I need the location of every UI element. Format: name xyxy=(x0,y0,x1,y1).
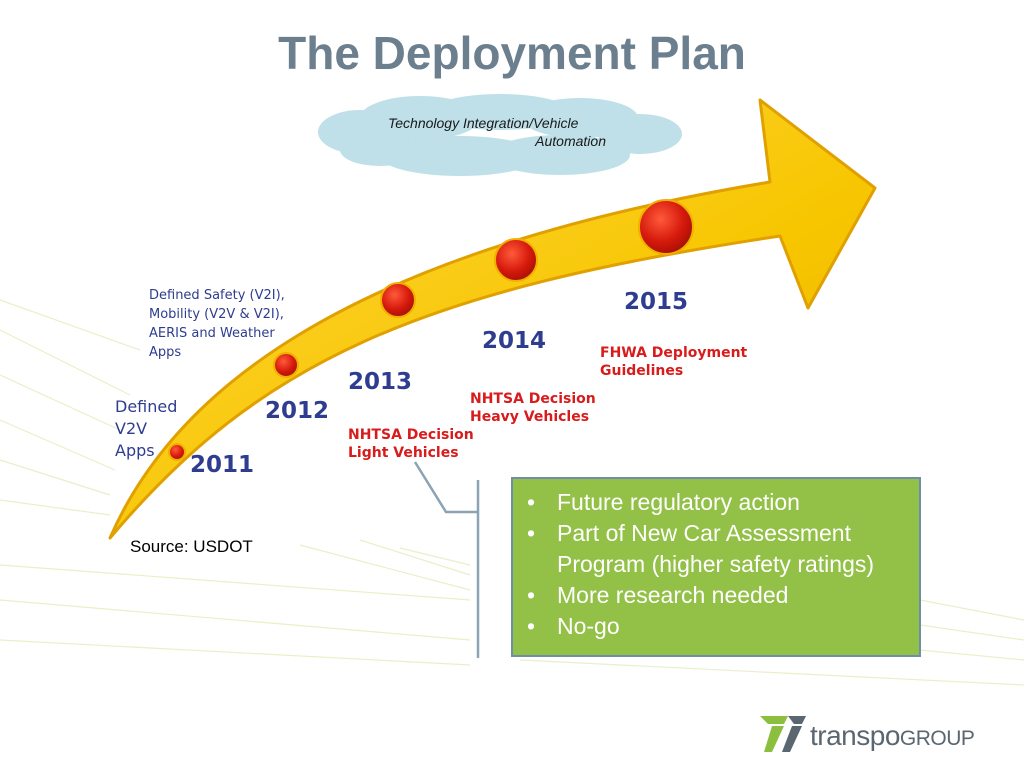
note-2014-line: Heavy Vehicles xyxy=(470,409,590,425)
bullet-glyph: • xyxy=(527,582,536,608)
logo-text-main: transpo xyxy=(810,720,900,751)
note-2013: NHTSA Decision Light Vehicles xyxy=(348,426,474,462)
note-2015-line: Guidelines xyxy=(600,363,684,379)
milestone-dot-2015 xyxy=(638,199,694,255)
year-2014: 2014 xyxy=(482,328,547,354)
year-2013: 2013 xyxy=(348,369,413,395)
note-2014-line: NHTSA Decision xyxy=(470,391,596,407)
list-item: • More research needed xyxy=(519,580,911,611)
bullet-glyph: • xyxy=(527,613,536,639)
note-2013-line: NHTSA Decision xyxy=(348,427,474,443)
cloud-label: Technology Integration/Vehicle Automatio… xyxy=(378,114,606,150)
milestone-dot-2012 xyxy=(273,352,299,378)
list-item: • Future regulatory action xyxy=(519,487,911,518)
transpogroup-logo: transpoGROUP xyxy=(758,712,998,756)
note-2012-line: Mobility (V2V & V2I), xyxy=(149,307,284,322)
note-2011-line: Apps xyxy=(115,441,155,460)
note-2012: Defined Safety (V2I), Mobility (V2V & V2… xyxy=(149,286,285,362)
source-citation: Source: USDOT xyxy=(130,537,253,556)
logo-wordmark: transpoGROUP xyxy=(810,720,975,752)
page-title: The Deployment Plan xyxy=(278,27,746,79)
note-2014: NHTSA Decision Heavy Vehicles xyxy=(470,390,596,426)
outcomes-list: • Future regulatory action • Part of New… xyxy=(519,487,911,642)
note-2015: FHWA Deployment Guidelines xyxy=(600,344,747,380)
note-2012-line: AERIS and Weather xyxy=(149,326,275,341)
milestone-dot-2011 xyxy=(168,443,186,461)
outcome-text: Future regulatory action xyxy=(557,489,800,515)
note-2011-line: V2V xyxy=(115,419,148,438)
note-2013-line: Light Vehicles xyxy=(348,445,459,461)
milestone-dot-2014 xyxy=(494,238,538,282)
bullet-glyph: • xyxy=(527,520,536,546)
outcome-text: Part of New Car Assessment Program (high… xyxy=(557,520,875,577)
cloud-label-line1: Technology Integration/Vehicle xyxy=(388,115,579,131)
year-2012: 2012 xyxy=(265,398,330,424)
note-2012-line: Defined Safety (V2I), xyxy=(149,288,285,303)
transpo-mark-icon xyxy=(760,716,806,752)
connector-line xyxy=(413,461,478,514)
year-2015: 2015 xyxy=(624,289,689,315)
outcome-text: More research needed xyxy=(557,582,789,608)
milestone-dot-2013 xyxy=(380,282,416,318)
cloud-shape xyxy=(318,94,682,176)
outcomes-box: • Future regulatory action • Part of New… xyxy=(511,477,921,657)
cloud-label-line2: Automation xyxy=(535,133,606,149)
note-2012-line: Apps xyxy=(149,345,182,360)
list-item: • No-go xyxy=(519,611,911,642)
year-2011: 2011 xyxy=(190,452,255,478)
note-2011: Defined V2V Apps xyxy=(115,396,177,462)
note-2011-line: Defined xyxy=(115,397,178,416)
note-2015-line: FHWA Deployment xyxy=(600,345,748,361)
outcome-text: No-go xyxy=(557,613,620,639)
bullet-glyph: • xyxy=(527,489,536,515)
list-item: • Part of New Car Assessment Program (hi… xyxy=(519,518,911,580)
logo-text-group: GROUP xyxy=(899,727,975,750)
